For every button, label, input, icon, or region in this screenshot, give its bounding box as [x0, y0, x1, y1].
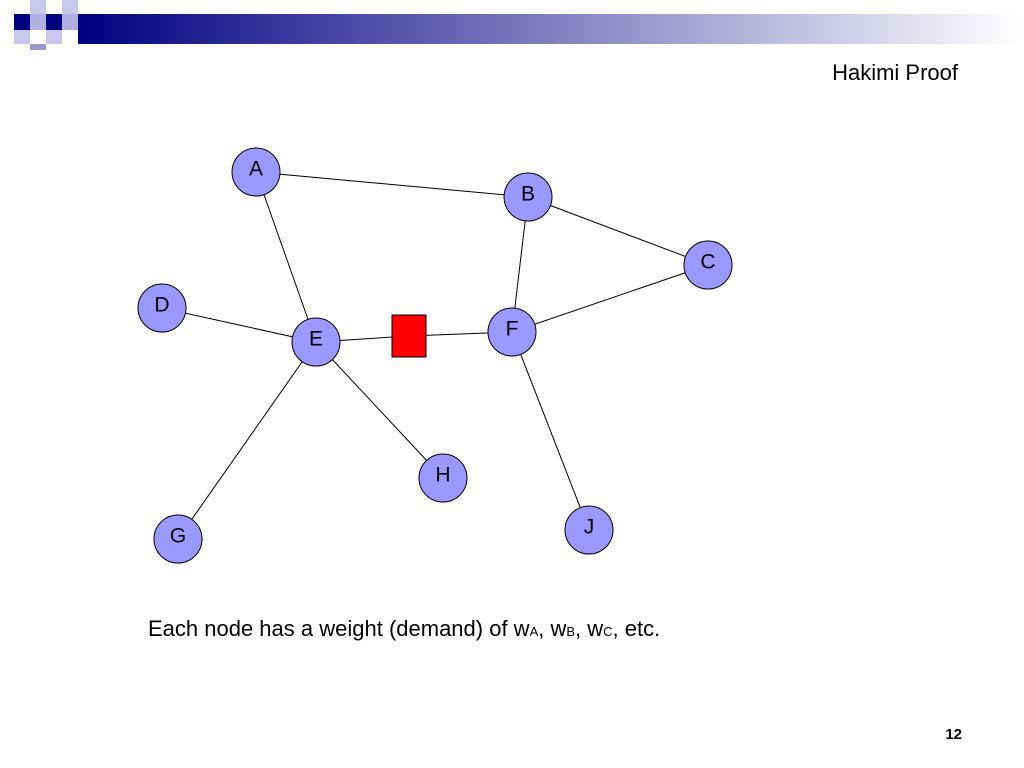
node-circle-e [291, 317, 341, 367]
node-label-g: G [170, 525, 186, 548]
caption-suffix: , etc. [612, 616, 661, 641]
node-circle-d [137, 283, 187, 333]
slide-number: 12 [945, 726, 962, 743]
caption-sep1: , w [538, 616, 567, 641]
facility-square [391, 314, 427, 358]
node-b: B [503, 172, 553, 222]
node-circle-h [418, 453, 468, 503]
node-label-j: J [584, 516, 595, 539]
node-c: C [683, 240, 733, 290]
caption-sub-a: A [529, 624, 539, 639]
node-a: A [231, 147, 281, 197]
node-label-c: C [700, 251, 715, 274]
caption-sep2: , w [575, 616, 604, 641]
node-circle-j [564, 505, 614, 555]
edge-c-f [511, 264, 709, 333]
edge-a-e [255, 171, 317, 343]
node-label-f: F [506, 318, 519, 341]
node-label-e: E [309, 328, 323, 351]
node-circle-b [503, 172, 553, 222]
caption-prefix: Each node has a weight (demand) of w [148, 616, 530, 641]
caption-sub-b: B [566, 624, 576, 639]
edge-a-b [255, 171, 529, 198]
edge-f-j [511, 331, 590, 531]
node-circle-c [683, 240, 733, 290]
edge-e-h [315, 341, 444, 479]
title-gradient-bar [0, 0, 1024, 50]
caption-sub-c: C [603, 624, 613, 639]
node-circle-f [487, 307, 537, 357]
node-circle-a [231, 147, 281, 197]
node-label-h: H [435, 464, 450, 487]
node-g: G [153, 514, 203, 564]
edge-d-e [161, 307, 317, 343]
slide-title: Hakimi Proof [832, 60, 958, 85]
edge-e-g [177, 341, 317, 540]
node-label-b: B [521, 183, 535, 206]
node-d: D [137, 283, 187, 333]
node-f: F [487, 307, 537, 357]
node-label-d: D [154, 294, 169, 317]
node-j: J [564, 505, 614, 555]
caption: Each node has a weight (demand) of wA, w… [148, 616, 660, 642]
node-e: E [291, 317, 341, 367]
node-h: H [418, 453, 468, 503]
node-circle-g [153, 514, 203, 564]
edge-b-c [527, 196, 709, 266]
node-label-a: A [249, 158, 263, 181]
